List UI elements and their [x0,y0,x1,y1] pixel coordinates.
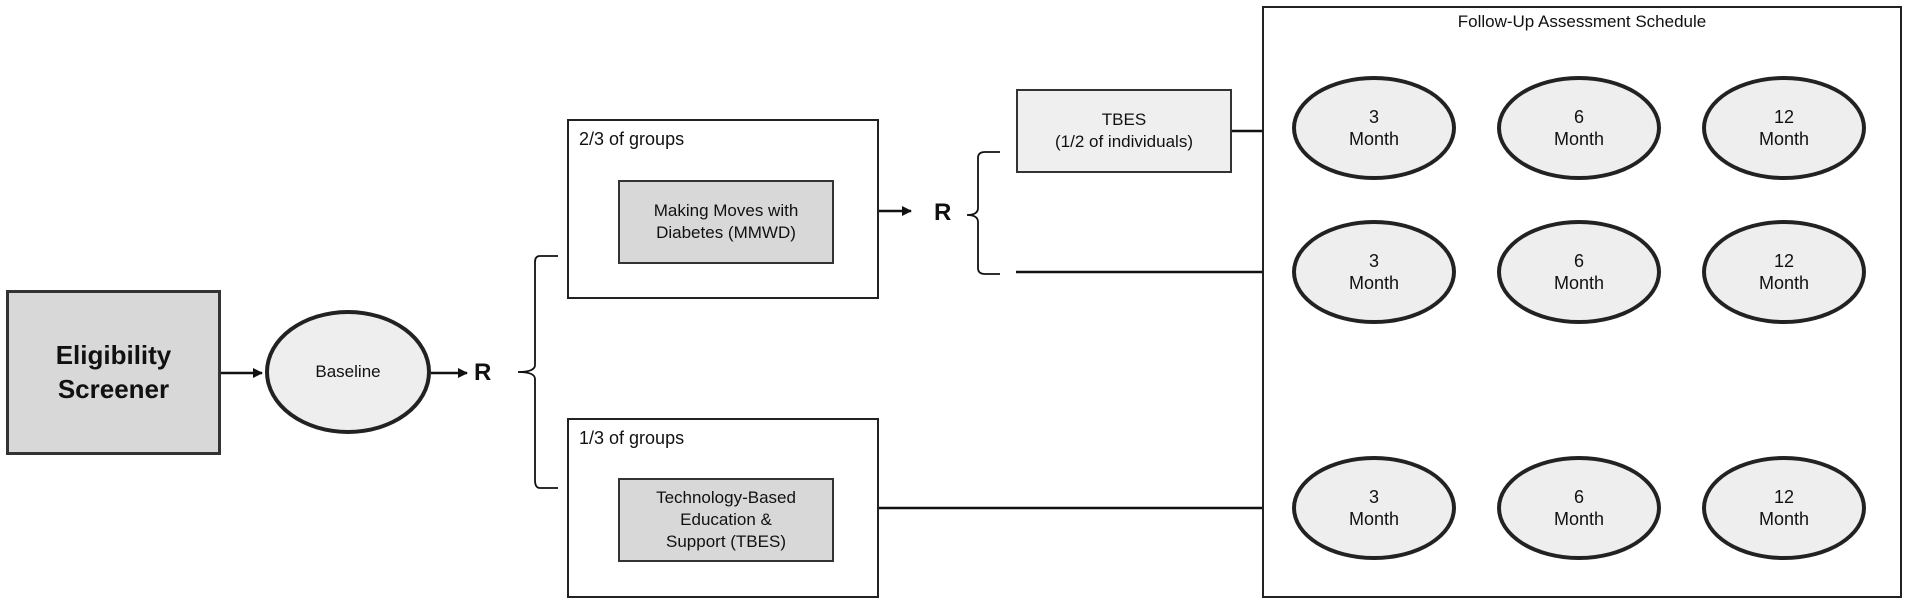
row3-3-month-unit: Month [1348,509,1400,529]
tbes-subgroup-line2: (1/2 of individuals) [1055,132,1193,151]
row1-3-month-unit: Month [1348,129,1400,149]
row2-12-month-number: 12 [1773,250,1795,271]
brace-first-randomization [517,255,558,489]
tbes-line1: Technology-Based [656,487,796,507]
row2-3-month-unit: Month [1348,273,1400,293]
mmwd-line2: Diabetes (MMWD) [656,223,796,242]
tbes-line2: Education & [680,509,772,529]
tbes-subgroup-box: TBES (1/2 of individuals) [1016,89,1232,173]
row1-12-month-number: 12 [1773,106,1795,127]
row3-3-month-number: 3 [1368,486,1379,507]
row1-6-month-unit: Month [1553,129,1605,149]
row3-6-month-number: 6 [1573,486,1584,507]
tbes-arm-header: 1/3 of groups [579,428,685,448]
mmwd-arm-header: 2/3 of groups [579,129,685,149]
tbes-line3: Support (TBES) [666,532,786,552]
eligibility-screener-box: Eligibility Screener [6,290,221,455]
follow-up-schedule-title: Follow-Up Assessment Schedule [1457,12,1707,31]
row2-12-month-unit: Month [1758,273,1810,293]
row2-3-month-number: 3 [1368,250,1379,271]
row3-6-month-unit: Month [1553,509,1605,529]
brace-second-randomization [966,151,1000,275]
baseline-label: Baseline [315,362,381,382]
tbes-subgroup-line1: TBES [1101,109,1147,129]
row2-6-month-number: 6 [1573,250,1584,271]
randomization-1-label: R [474,359,492,386]
eligibility-line1: Eligibility [55,339,172,370]
eligibility-line2: Screener [57,373,170,404]
mmwd-line1: Making Moves with [653,200,799,220]
row1-12-month-unit: Month [1758,129,1810,149]
row1-6-month-number: 6 [1573,106,1584,127]
row1-3-month-number: 3 [1368,106,1379,127]
mmwd-box: Making Moves with Diabetes (MMWD) [618,180,834,264]
tbes-box: Technology-Based Education & Support (TB… [618,478,834,562]
row3-12-month-number: 12 [1773,486,1795,507]
row2-6-month-unit: Month [1553,273,1605,293]
randomization-2-label: R [934,199,952,226]
row3-12-month-unit: Month [1758,509,1810,529]
baseline-node: Baseline [265,310,431,434]
